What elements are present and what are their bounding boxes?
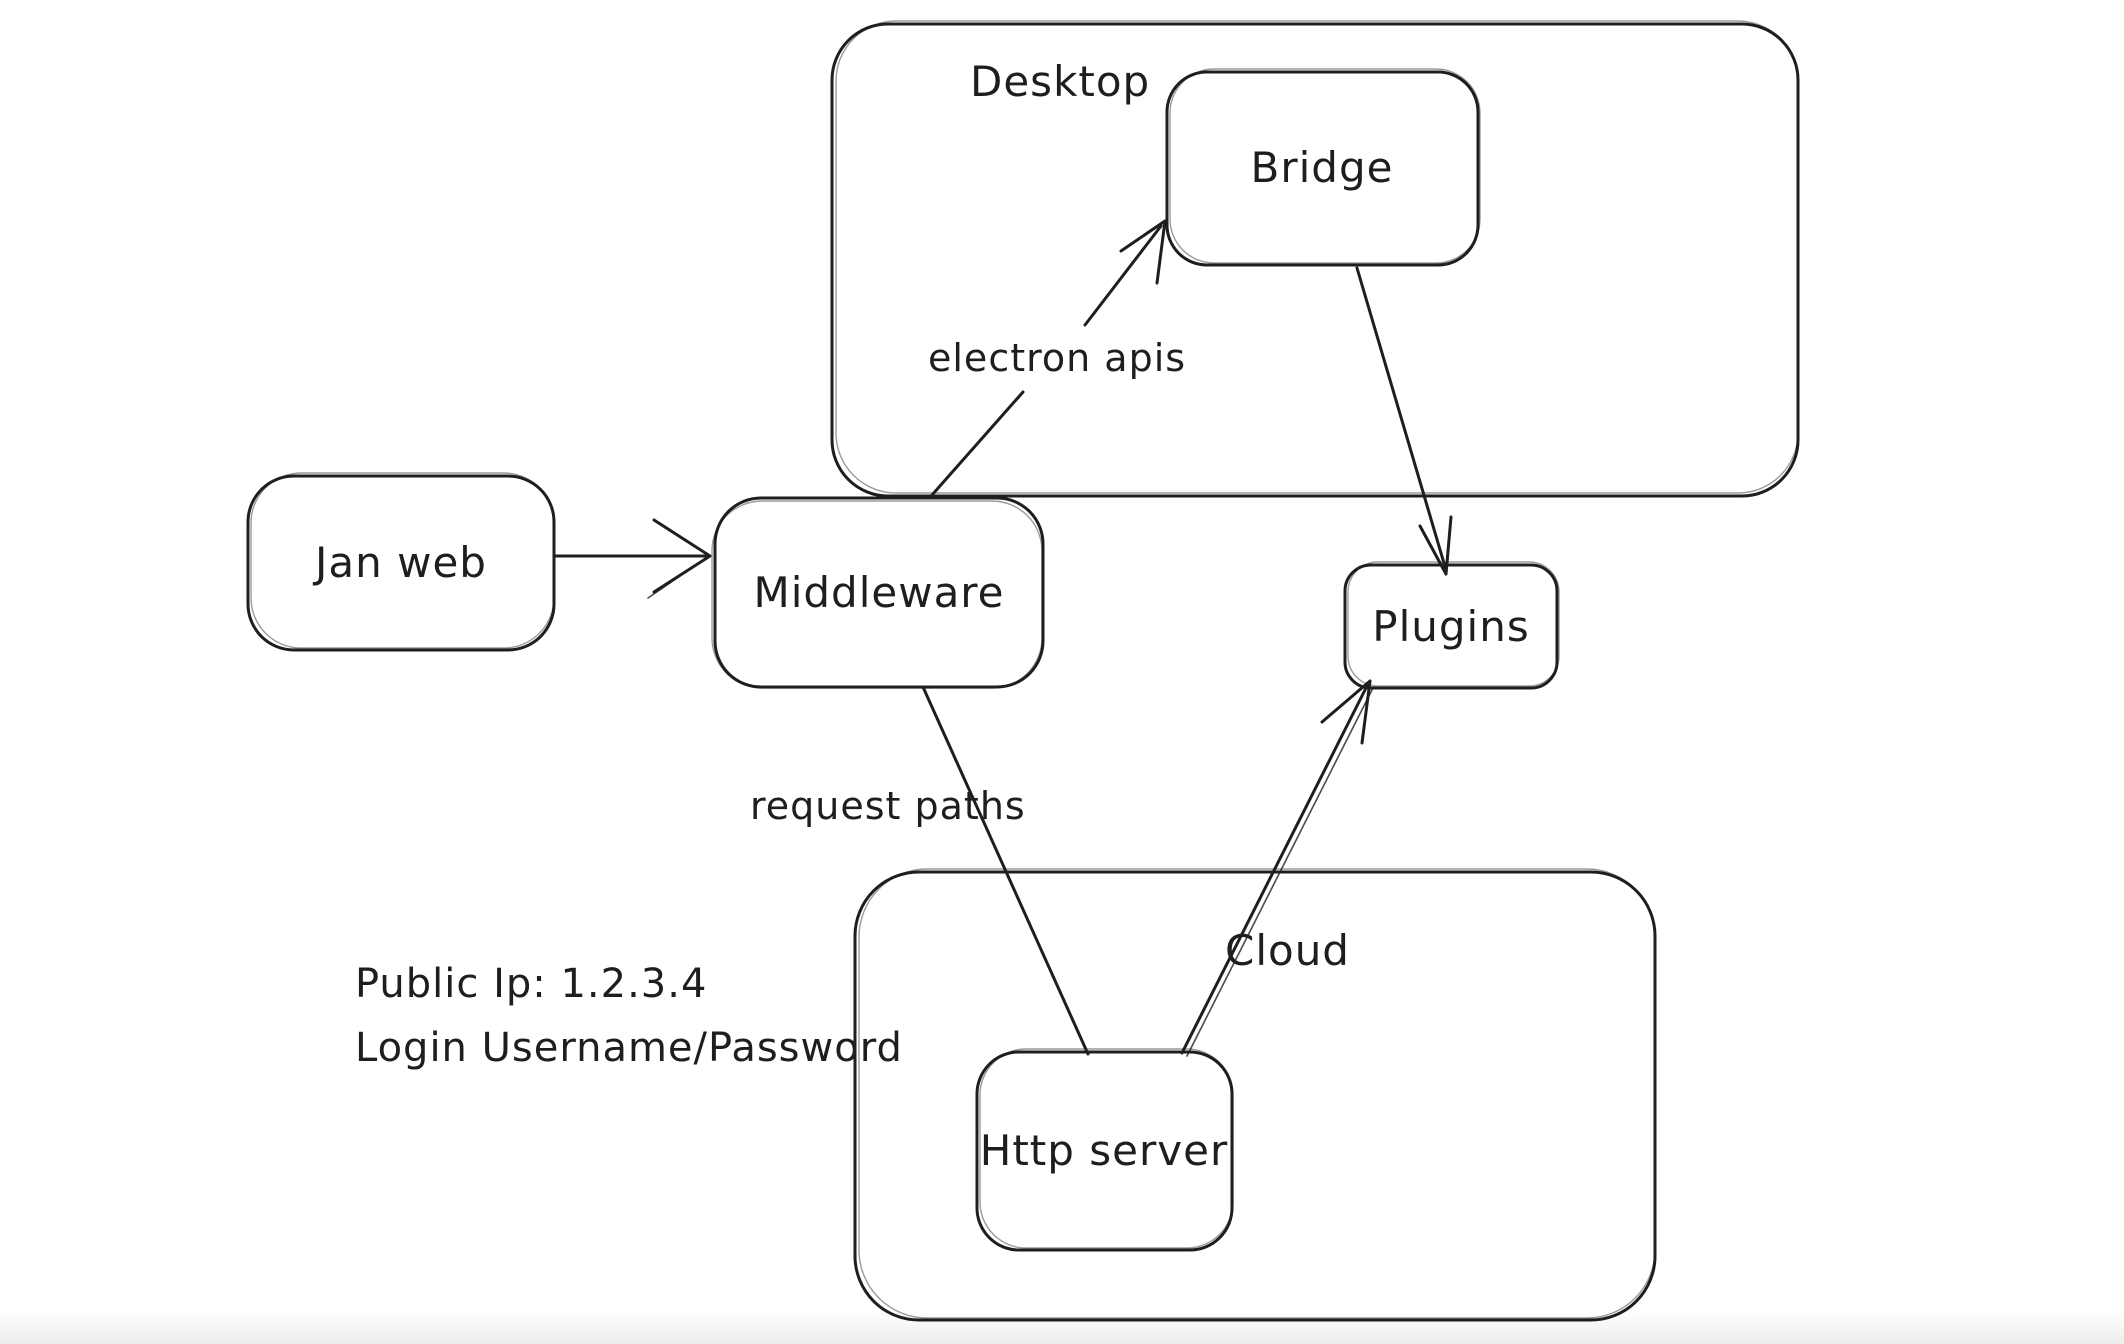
annotation-credentials[interactable]: Public Ip: 1.2.3.4 Login Username/Passwo… [355, 961, 903, 1071]
arrowhead-down-icon [1418, 515, 1453, 576]
http-server-box-sketch-echo [979, 1048, 1234, 1249]
bridge-label: Bridge [1251, 143, 1394, 192]
line-middleware-to-http-server[interactable]: request paths [750, 685, 1090, 1056]
arrow-line [1355, 266, 1448, 572]
connector-line [921, 685, 1090, 1056]
edge-label-electron-apis: electron apis [928, 336, 1186, 380]
desktop-label: Desktop [970, 57, 1150, 106]
cloud-frame-sketch-echo [858, 868, 1656, 1319]
middleware-box-sketch-echo [711, 500, 1043, 689]
middleware-box[interactable] [713, 496, 1045, 689]
edge-label-request-paths: request paths [750, 784, 1026, 828]
arrow-line [1180, 682, 1370, 1055]
arrowhead-up-icon [1320, 679, 1372, 745]
container-cloud[interactable]: Cloud [853, 868, 1657, 1322]
node-plugins[interactable]: Plugins [1343, 561, 1560, 690]
arrow-middleware-to-bridge[interactable]: electron apis [928, 219, 1186, 497]
arrow-line-sketch-echo [1186, 687, 1374, 1057]
arrow-line-upper [1083, 224, 1163, 327]
arrowhead-up-icon [1119, 219, 1167, 285]
jan-web-box-sketch-echo [250, 472, 555, 649]
node-bridge[interactable]: Bridge [1165, 68, 1481, 267]
arrowhead-sketch-echo [647, 560, 703, 599]
arrowhead-right-icon [652, 518, 712, 594]
arrow-line-lower [930, 390, 1025, 497]
annotation-public-ip: Public Ip: 1.2.3.4 [355, 961, 707, 1007]
node-http-server[interactable]: Http server [975, 1048, 1234, 1252]
arrow-http-server-to-plugins[interactable] [1180, 679, 1374, 1057]
node-middleware[interactable]: Middleware [711, 496, 1045, 689]
node-jan-web[interactable]: Jan web [246, 472, 556, 652]
plugins-box-sketch-echo [1347, 561, 1560, 687]
http-server-box[interactable] [975, 1050, 1234, 1252]
jan-web-box[interactable] [246, 474, 556, 652]
arrow-bridge-to-plugins[interactable] [1355, 266, 1453, 576]
bridge-box-sketch-echo [1169, 68, 1481, 264]
bridge-box[interactable] [1165, 70, 1480, 267]
desktop-frame-sketch-echo [835, 20, 1799, 494]
middleware-label: Middleware [753, 568, 1004, 617]
plugins-box[interactable] [1343, 563, 1559, 690]
plugins-label: Plugins [1372, 602, 1529, 651]
arrow-jan-web-to-middleware[interactable] [552, 518, 712, 599]
cloud-label: Cloud [1225, 926, 1350, 975]
annotation-login: Login Username/Password [355, 1025, 903, 1071]
http-server-label: Http server [980, 1126, 1228, 1175]
jan-web-label: Jan web [312, 538, 487, 587]
